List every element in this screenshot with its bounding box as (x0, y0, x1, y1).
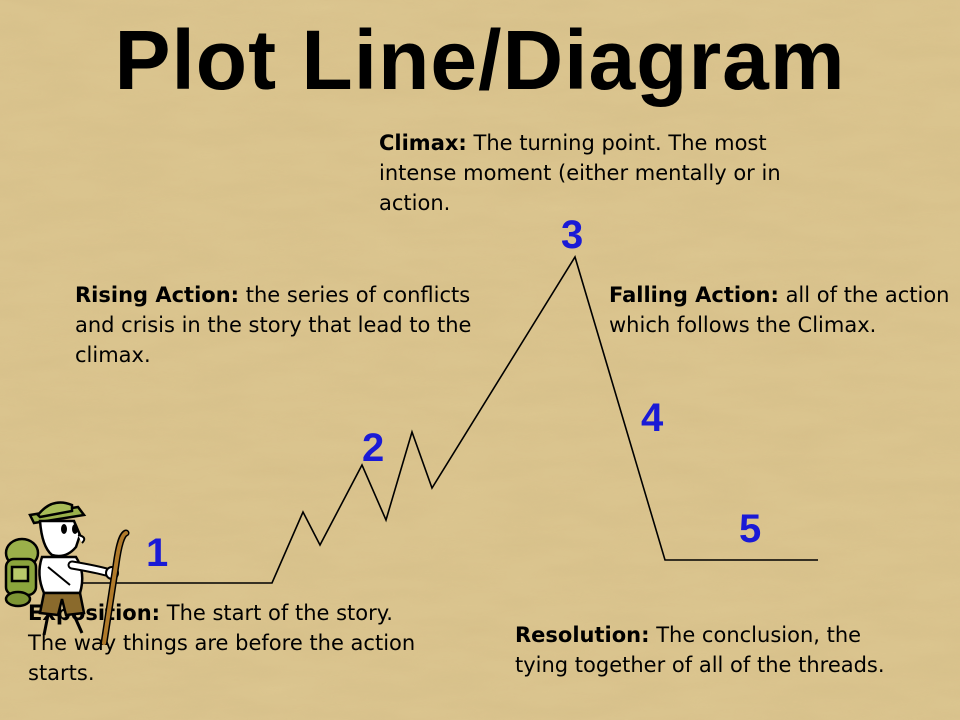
falling-action-description: Falling Action: all of the action which … (609, 280, 959, 340)
resolution-term: Resolution: (515, 623, 650, 647)
exposition-description: Exposition: The start of the story. The … (28, 598, 428, 688)
rising-action-description: Rising Action: the series of conflicts a… (75, 280, 500, 370)
stage-number-4: 4 (641, 396, 664, 440)
falling-action-term: Falling Action: (609, 283, 779, 307)
rising-action-term: Rising Action: (75, 283, 240, 307)
hiker-icon (4, 501, 130, 645)
resolution-text: The conclusion, the tying together of al… (515, 623, 885, 677)
rising-action-text: the series of conflicts and crisis in th… (75, 283, 472, 367)
climax-term: Climax: (379, 131, 467, 155)
climax-text: The turning point. The most intense mome… (379, 131, 781, 215)
climax-description: Climax: The turning point. The most inte… (379, 128, 829, 218)
exposition-text: The start of the story. The way things a… (28, 601, 416, 685)
falling-action-text: all of the action which follows the Clim… (609, 283, 950, 337)
stage-number-2: 2 (362, 426, 385, 470)
page-title: Plot Line/Diagram (114, 13, 846, 107)
stage-number-1: 1 (146, 531, 169, 575)
stage-number-3: 3 (561, 213, 584, 257)
resolution-description: Resolution: The conclusion, the tying to… (515, 620, 915, 680)
stage-number-5: 5 (739, 507, 762, 551)
